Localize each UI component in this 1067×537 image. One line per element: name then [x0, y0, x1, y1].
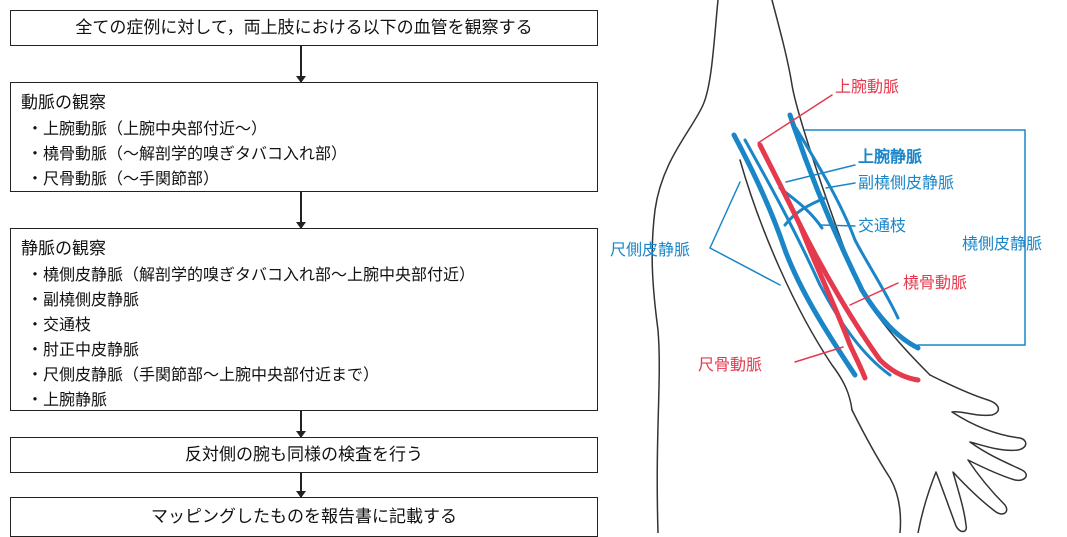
brachial-vein	[743, 138, 892, 377]
label-radial-artery: 橈骨動脈	[903, 273, 967, 292]
forearm-outline-lower	[739, 159, 853, 411]
leader-accessory-cephalic-vein	[825, 182, 856, 189]
ulnar-artery	[797, 222, 868, 381]
radial-artery	[797, 222, 921, 383]
flow-arrow-1	[296, 46, 306, 83]
step-observe-vessels: 全ての症例に対して，両上肢における以下の血管を観察する	[10, 10, 598, 46]
label-basilic-vein: 尺側皮静脈	[610, 240, 690, 259]
hand-outline	[917, 374, 1027, 533]
label-communicating-branch: 交通枝	[858, 216, 906, 235]
accessory-cephalic-vein	[794, 126, 900, 320]
step-observe-vessels-text: 全ての症例に対して，両上肢における以下の血管を観察する	[75, 17, 533, 38]
label-cephalic-vein: 橈側皮静脈	[962, 234, 1042, 253]
artery-item-ulnar: ・尺骨動脈（～手関節部）	[27, 169, 220, 188]
leader-brachial-vein	[785, 164, 856, 183]
vein-observation-title: 静脈の観察	[21, 239, 106, 259]
vein-item-basilic: ・尺側皮静脈（手関節部～上腕中央部付近まで）	[27, 365, 380, 384]
arm-vessel-diagram: 上腕動脈 上腕静脈 副橈側皮静脈 交通枝 橈側皮静脈 尺側皮静脈 橈骨動脈 尺骨…	[610, 0, 1042, 533]
vein-item-communicating: ・交通枝	[27, 315, 92, 334]
leader-radial-artery	[849, 282, 899, 306]
label-accessory-cephalic-vein: 副橈側皮静脈	[858, 173, 954, 192]
artery-observation-box: 動脈の観察 ・上腕動脈（上腕中央部付近～） ・橈骨動脈（～解剖学的嗅ぎタバコ入れ…	[10, 82, 598, 192]
vein-item-median-cubital: ・肘正中皮静脈	[27, 340, 140, 359]
flow-arrow-4	[296, 473, 306, 498]
hand-outline-inner	[851, 409, 902, 533]
leader-communicating-branch	[819, 224, 856, 227]
flow-arrow-3	[296, 411, 306, 438]
arm-outline-right	[771, 0, 931, 376]
step-report-text: マッピングしたものを報告書に記載する	[151, 506, 457, 527]
vein-item-brachial: ・上腕静脈	[27, 390, 108, 409]
label-ulnar-artery: 尺骨動脈	[698, 355, 762, 374]
leader-cephalic-vein-bracket	[804, 129, 1026, 346]
vein-observation-box: 静脈の観察 ・橈側皮静脈（解剖学的嗅ぎタバコ入れ部～上腕中央部付近） ・副橈側皮…	[10, 228, 598, 411]
arm-outline-left	[651, 0, 719, 533]
flow-arrow-2	[296, 192, 306, 229]
cephalic-vein	[787, 112, 921, 351]
step-opposite-arm: 反対側の腕も同様の検査を行う	[10, 437, 598, 473]
leader-basilic-vein-upper	[709, 181, 741, 249]
vein-list: ・橈側皮静脈（解剖学的嗅ぎタバコ入れ部～上腕中央部付近） ・副橈側皮静脈 ・交通…	[21, 262, 587, 412]
artery-item-radial: ・橈骨動脈（～解剖学的嗅ぎタバコ入れ部）	[27, 144, 348, 163]
leader-ulnar-artery	[794, 346, 844, 363]
label-brachial-vein: 上腕静脈	[858, 147, 922, 166]
artery-list: ・上腕動脈（上腕中央部付近～） ・橈骨動脈（～解剖学的嗅ぎタバコ入れ部） ・尺骨…	[21, 116, 587, 191]
artery-observation-title: 動脈の観察	[21, 93, 106, 113]
vein-item-accessory-cephalic: ・副橈側皮静脈	[27, 290, 140, 309]
label-brachial-artery: 上腕動脈	[835, 77, 899, 96]
brachial-artery	[757, 142, 803, 228]
basilic-vein	[731, 132, 858, 378]
step-opposite-arm-text: 反対側の腕も同様の検査を行う	[185, 444, 423, 465]
vein-item-cephalic: ・橈側皮静脈（解剖学的嗅ぎタバコ入れ部～上腕中央部付近）	[27, 265, 476, 284]
median-cubital-vein	[783, 196, 827, 227]
step-report: マッピングしたものを報告書に記載する	[10, 497, 598, 537]
leader-brachial-artery	[757, 94, 833, 144]
artery-item-brachial: ・上腕動脈（上腕中央部付近～）	[27, 119, 268, 138]
leader-basilic-vein-lower	[709, 247, 781, 286]
